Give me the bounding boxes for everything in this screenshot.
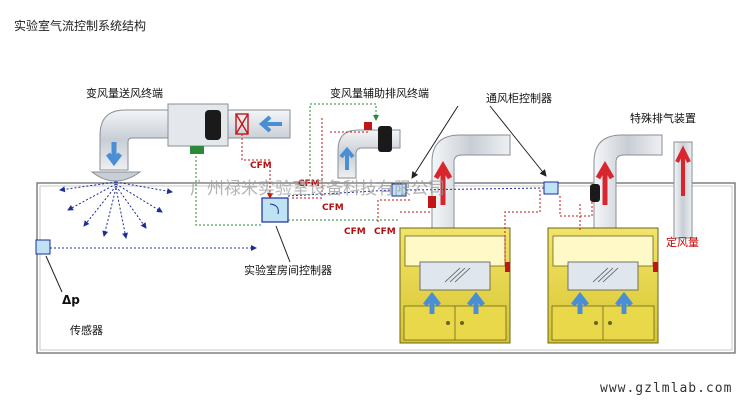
signal-lines-blue [50, 187, 545, 251]
hood1-up-arrow-icon [433, 161, 453, 205]
room-controller-box [261, 197, 289, 223]
lab-room-inner [39, 185, 733, 351]
signal-lines-red [241, 118, 593, 262]
hood-controller-pointer-2 [489, 105, 547, 177]
supply-actuator-icon [190, 146, 204, 154]
pressure-sensor-box [35, 239, 51, 255]
hood1-intake-arrow-left-icon [423, 291, 441, 314]
label-constant-volume: 定风量 [666, 235, 699, 249]
label-supply-terminal: 变风量送风终端 [86, 86, 163, 100]
supply-airflow-arrows [59, 181, 173, 239]
signal-lines-green [195, 103, 400, 226]
hood-controller-2 [543, 181, 559, 195]
hood2-intake-arrow-right-icon [615, 291, 633, 314]
label-aux-exhaust: 变风量辅助排风终端 [330, 86, 429, 100]
supply-inlet-arrow-icon [258, 115, 282, 133]
hood1-intake-arrow-right-icon [467, 291, 485, 314]
supply-diffuser [90, 171, 142, 182]
aux-exhaust-duct [337, 122, 401, 179]
label-special-exhaust: 特殊排气装置 [630, 111, 696, 125]
aux-valve-icon [378, 126, 392, 152]
lab-room-outline [36, 182, 736, 354]
room-controller-pointer [275, 225, 291, 263]
supply-valve-icon [205, 110, 221, 140]
hood2-intake-arrow-left-icon [571, 291, 589, 314]
fume-hood-1 [399, 227, 511, 344]
special-up-arrow-icon [675, 145, 691, 196]
supply-down-arrow-icon [106, 142, 122, 167]
hood2-up-arrow-icon [595, 161, 615, 205]
label-delta-p: Δp [62, 293, 80, 307]
hood-controller-pointer-1 [411, 105, 459, 179]
cfm-label-4: CFM [374, 227, 396, 237]
aux-up-arrow-icon [339, 146, 355, 170]
label-room-controller: 实验室房间控制器 [244, 263, 332, 277]
cfm-label-3: CFM [344, 227, 366, 237]
watermark-text: 广州禄米实验室设备科技有限公司 [190, 179, 445, 199]
sensor-pointer [45, 255, 63, 293]
cfm-label-1: CFM [250, 161, 272, 171]
diagram-title: 实验室气流控制系统结构 [14, 18, 146, 33]
website-url: www.gzlmlab.com [600, 381, 732, 396]
hood-exhaust-duct-1 [428, 134, 511, 231]
label-sensor: 传感器 [70, 324, 103, 337]
fume-hood-2 [547, 227, 659, 344]
label-hood-controller: 通风柜控制器 [486, 91, 552, 105]
hood-exhaust-duct-2 [590, 134, 663, 231]
cfm-label-5: CFM [298, 179, 320, 189]
cfm-label-2: CFM [322, 203, 344, 213]
special-exhaust-duct [673, 141, 693, 239]
supply-duct [90, 103, 291, 182]
